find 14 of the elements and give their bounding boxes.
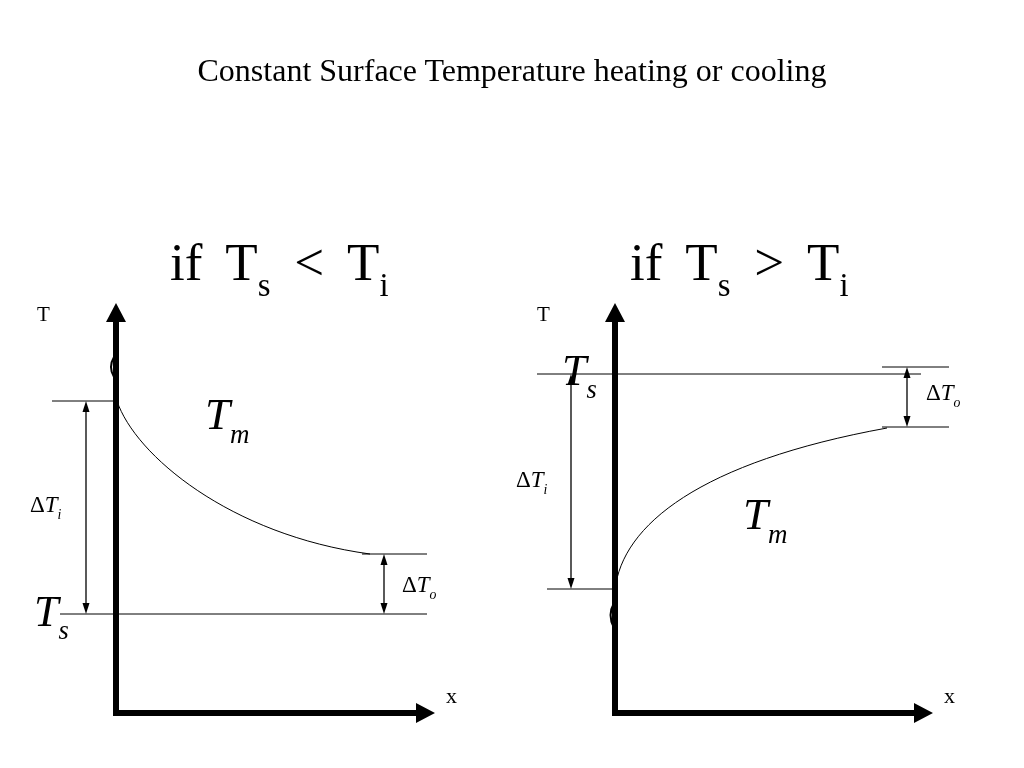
condition-heading: if T$_{s}$ > T$_{i}$ (630, 232, 849, 303)
temperature-label: T$_{s}$ (34, 587, 69, 644)
difference-label: ΔT$_{o}$ (926, 380, 961, 410)
difference-label: ΔT$_{o}$ (402, 572, 437, 602)
axis-label: T (37, 302, 50, 327)
difference-label: ΔT$_{i}$ (516, 467, 548, 497)
condition-heading: if T$_{s}$ < T$_{i}$ (170, 232, 389, 303)
temperature-label: T$_{m}$ (205, 389, 250, 448)
diagram-title: Constant Surface Temperature heating or cooling (197, 52, 827, 89)
temperature-label: T$_{m}$ (743, 489, 788, 548)
difference-label: ΔT$_{i}$ (30, 492, 62, 522)
axis-label: x (944, 683, 955, 709)
axis-label: T (537, 302, 550, 327)
axis-label: x (446, 683, 457, 709)
